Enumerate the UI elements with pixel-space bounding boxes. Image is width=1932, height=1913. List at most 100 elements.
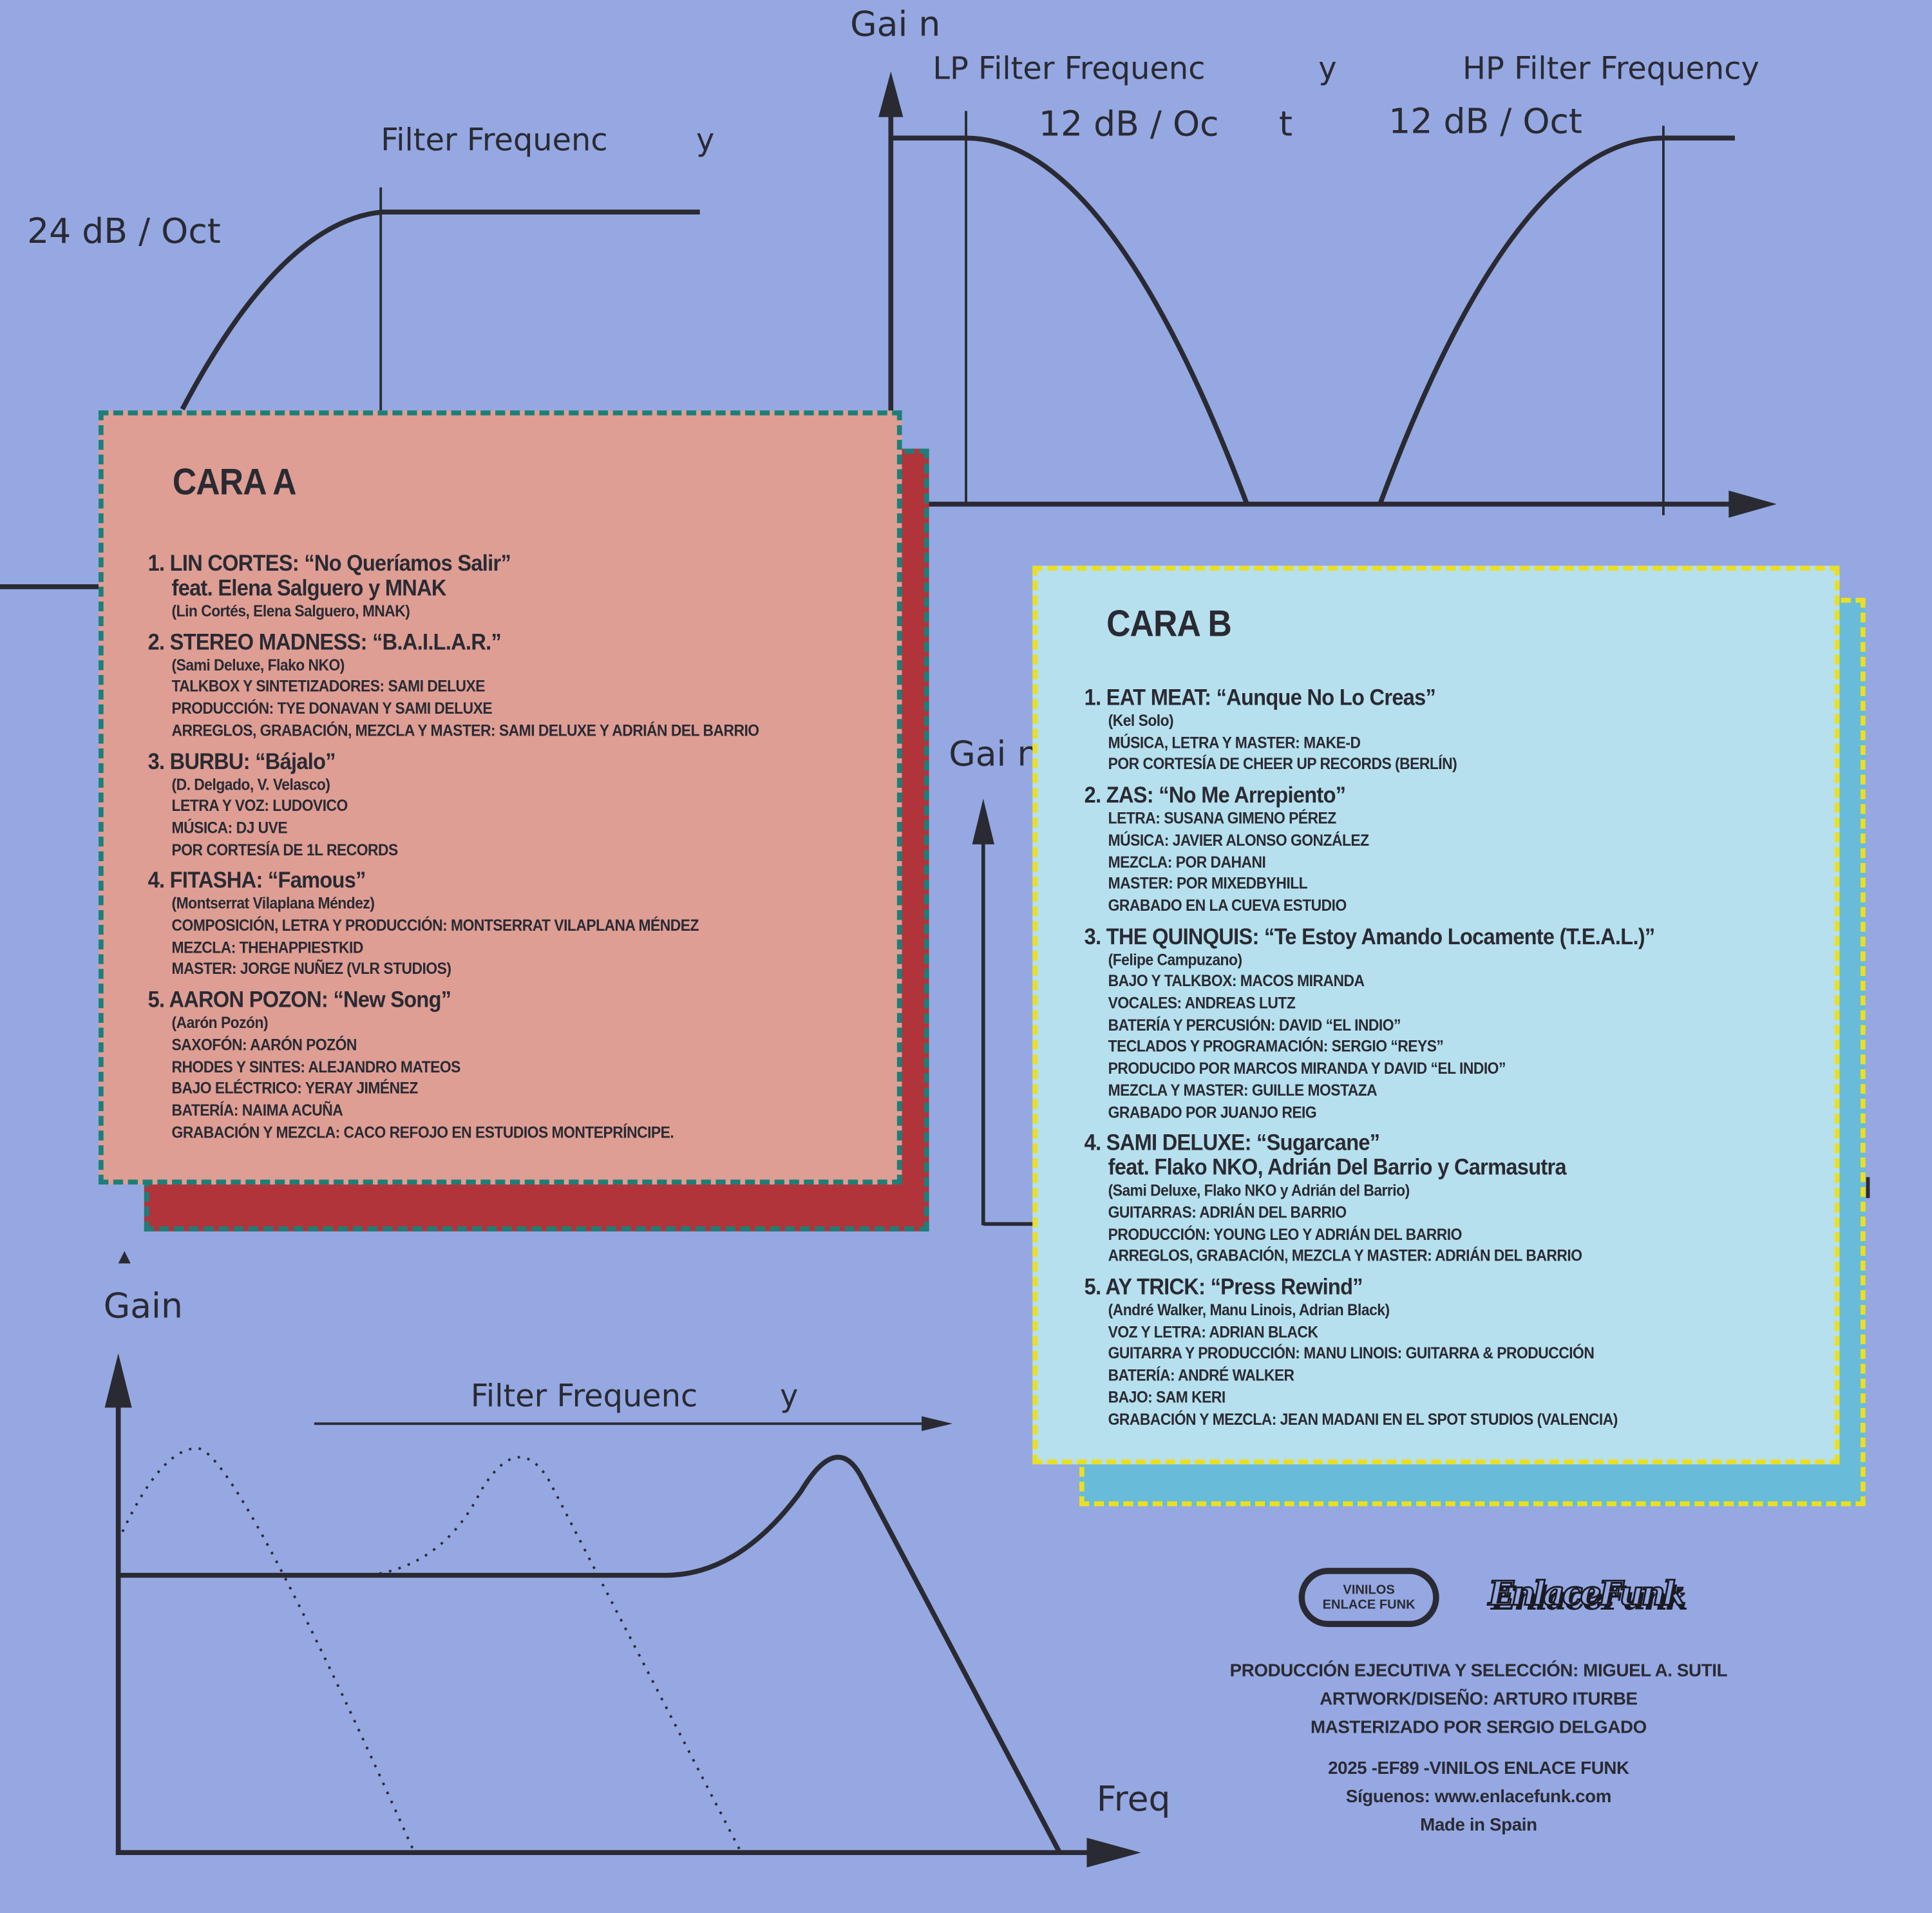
- track-credit: BAJO Y TALKBOX: MACOS MIRANDA: [1108, 971, 1365, 991]
- slope-label: 24 dB / Oct: [27, 211, 221, 252]
- track-item: 5. AY TRICK: “Press Rewind”(André Walker…: [1084, 1273, 1705, 1431]
- track-credit: ARREGLOS, GRABACIÓN, MEZCLA Y MASTER: SA…: [171, 721, 760, 739]
- track-credit: (Kel Solo): [1108, 711, 1174, 730]
- track-credit: MEZCLA: POR DAHANI: [1108, 852, 1266, 871]
- track-credit: VOCALES: ANDREAS LUTZ: [1108, 993, 1296, 1013]
- track-credit: PRODUCCIÓN: TYE DONAVAN Y SAMI DELUXE: [171, 699, 493, 718]
- track-item: 3. THE QUINQUIS: “Te Estoy Amando Locame…: [1084, 924, 1705, 1123]
- track-title: 5. AY TRICK: “Press Rewind”: [1084, 1273, 1363, 1300]
- track-credit: (Sami Deluxe, Flako NKO y Adrián del Bar…: [1108, 1181, 1410, 1200]
- track-item: 4. SAMI DELUXE: “Sugarcane”feat. Flako N…: [1084, 1130, 1705, 1267]
- lowpass-curve: [891, 135, 1249, 506]
- side-a-tracklist: 1. LIN CORTES: “No Queríamos Salir”feat.…: [147, 549, 812, 1150]
- track-item: 5. AARON POZON: “New Song”(Aarón Pozón) S…: [148, 987, 812, 1143]
- hp-filter-label: HP Filter Frequency: [1463, 50, 1759, 86]
- track-credit: (D. Delgado, V. Velasco): [171, 774, 330, 794]
- highpass-curve: [1378, 135, 1735, 506]
- track-credit: (André Walker, Manu Linois, Adrian Black…: [1108, 1300, 1390, 1319]
- credits: PRODUCCIÓN EJECUTIVA Y SELECCIÓN: MIGUEL…: [1183, 1658, 1774, 1840]
- freq-axis-arrow-icon: [1728, 490, 1777, 518]
- track-credit: VOZ Y LETRA: ADRIAN BLACK: [1108, 1322, 1318, 1341]
- track-credit: BAJO ELÉCTRICO: YERAY JIMÉNEZ: [171, 1078, 419, 1098]
- track-credit: GRABACIÓN Y MEZCLA: CACO REFOJO EN ESTUD…: [171, 1122, 674, 1141]
- website-line: Síguenos: www.enlacefunk.com: [1345, 1787, 1612, 1807]
- track-credit: (Montserrat Vilaplana Méndez): [171, 894, 375, 913]
- origin-line: Made in Spain: [1420, 1815, 1537, 1836]
- side-a-panel: [99, 410, 902, 1185]
- track-title: 4. SAMI DELUXE: “Sugarcane”: [1084, 1129, 1380, 1156]
- track-credit: PRODUCCIÓN: YOUNG LEO Y ADRIÁN DEL BARRI…: [1108, 1224, 1463, 1244]
- track-item: 2. ZAS: “No Me Arrepiento”LETRA: SUSANA …: [1084, 782, 1705, 917]
- gain-label: Gai n: [949, 733, 1039, 774]
- side-b-panel: [1032, 566, 1840, 1465]
- gain-axis-arrow-icon: [972, 799, 995, 844]
- track-credit: (Felipe Campuzano): [1108, 949, 1242, 969]
- graph-top-right: [878, 71, 1777, 518]
- track-credit: MÚSICA: JAVIER ALONSO GONZÁLEZ: [1108, 830, 1369, 850]
- track-featuring: feat. Elena Salguero y MNAK: [171, 574, 447, 600]
- side-b-title: CARA B: [1106, 604, 1232, 645]
- logo-text: VINILOS: [1343, 1583, 1395, 1598]
- side-b-tracklist: 1. EAT MEAT: “Aunque No Lo Creas”(Kel So…: [1084, 685, 1705, 1438]
- track-credit: ARREGLOS, GRABACIÓN, MEZCLA Y MASTER: AD…: [1108, 1246, 1582, 1266]
- credit-line: MASTERIZADO POR SERGIO DELGADO: [1311, 1718, 1647, 1738]
- graph-middle: [972, 799, 1870, 1226]
- freq-axis-arrow-icon: [1086, 1838, 1141, 1868]
- vinilos-enlace-funk-logo: VINILOS ENLACE FUNK: [1298, 1568, 1439, 1628]
- track-credit: POR CORTESÍA DE 1L RECORDS: [171, 840, 399, 859]
- filter-frequency-label: Filter Frequenc: [381, 122, 608, 158]
- track-credit: GUITARRA Y PRODUCCIÓN: MANU LINOIS: GUIT…: [1108, 1344, 1595, 1363]
- filter-frequency-label: Filter Frequenc: [470, 1378, 698, 1414]
- sweep-curve-dotted: [117, 1447, 414, 1850]
- track-credit: GRABADO POR JUANJO REIG: [1108, 1102, 1317, 1121]
- filter-frequency-label-y: y: [696, 122, 715, 158]
- track-title: 1. EAT MEAT: “Aunque No Lo Creas”: [1084, 684, 1436, 710]
- freq-label: Freq: [1096, 1778, 1171, 1820]
- track-credit: SAXOFÓN: AARÓN POZÓN: [171, 1035, 357, 1054]
- track-credit: GRABADO EN LA CUEVA ESTUDIO: [1108, 896, 1347, 915]
- track-credit: RHODES Y SINTES: ALEJANDRO MATEOS: [171, 1057, 461, 1076]
- track-item: 4. FITASHA: “Famous”(Montserrat Vilaplan…: [148, 868, 812, 980]
- track-credit: PRODUCIDO POR MARCOS MIRANDA Y DAVID “EL…: [1108, 1059, 1506, 1078]
- track-title: 5. AARON POZON: “New Song”: [147, 986, 451, 1013]
- track-credit: TECLADOS Y PROGRAMACIÓN: SERGIO “REYS”: [1108, 1037, 1444, 1056]
- track-item: 1. EAT MEAT: “Aunque No Lo Creas”(Kel So…: [1084, 685, 1705, 776]
- track-item: 3. BURBU: “Bájalo”(D. Delgado, V. Velasc…: [147, 747, 812, 861]
- credit-line: ARTWORK/DISEÑO: ARTURO ITURBE: [1320, 1689, 1638, 1710]
- track-title: 3. BURBU: “Bájalo”: [147, 747, 336, 774]
- small-arrow-icon: [118, 1251, 131, 1264]
- track-item: 1. LIN CORTES: “No Queríamos Salir”feat.…: [147, 549, 812, 622]
- track-credit: (Aarón Pozón): [171, 1013, 269, 1033]
- track-title: 4. FITASHA: “Famous”: [147, 866, 366, 893]
- gain-label: Gai n: [850, 3, 941, 44]
- hp-slope-label: 12 dB / Oct: [1388, 100, 1582, 142]
- track-credit: GUITARRAS: ADRIÁN DEL BARRIO: [1108, 1203, 1347, 1222]
- track-credit: TALKBOX Y SINTETIZADORES: SAMI DELUXE: [171, 677, 486, 696]
- track-title: 2. STEREO MADNESS: “B.A.I.L.A.R.”: [147, 628, 502, 654]
- track-credit: MÚSICA: DJ UVE: [171, 818, 288, 837]
- graph-top-left: [0, 187, 700, 589]
- lp-slope-label-t: t: [1278, 103, 1293, 144]
- side-a-title: CARA A: [172, 462, 297, 503]
- filter-frequency-arrow-icon: [922, 1416, 952, 1431]
- track-credit: BATERÍA: NAIMA ACUÑA: [171, 1100, 343, 1119]
- track-credit: MÚSICA, LETRA Y MASTER: MAKE-D: [1108, 733, 1361, 752]
- track-title: 3. THE QUINQUIS: “Te Estoy Amando Locame…: [1084, 922, 1656, 949]
- track-credit: MEZCLA Y MASTER: GUILLE MOSTAZA: [1108, 1080, 1378, 1099]
- logo-text: ENLACE FUNK: [1322, 1597, 1416, 1613]
- credit-line: PRODUCCIÓN EJECUTIVA Y SELECCIÓN: MIGUEL…: [1229, 1661, 1728, 1682]
- track-credit: MEZCLA: THEHAPPIESTKID: [171, 937, 364, 956]
- track-credit: LETRA Y VOZ: LUDOVICO: [171, 796, 348, 815]
- track-credit: MASTER: JORGE NUÑEZ (VLR STUDIOS): [171, 959, 451, 978]
- track-credit: BATERÍA: ANDRÉ WALKER: [1108, 1366, 1294, 1385]
- catalog-line: 2025 -EF89 -VINILOS ENLACE FUNK: [1328, 1758, 1629, 1779]
- gain-axis-arrow-icon: [104, 1353, 132, 1408]
- track-item: 2. STEREO MADNESS: “B.A.I.L.A.R.”(Sami D…: [148, 629, 812, 741]
- track-featuring: feat. Flako NKO, Adrián Del Barrio y Car…: [1108, 1154, 1567, 1180]
- resonant-lowpass-curve: [118, 1454, 1062, 1854]
- track-title: 1. LIN CORTES: “No Queríamos Salir”: [147, 549, 511, 576]
- gain-label: Gain: [103, 1285, 183, 1327]
- lp-filter-label-y: y: [1318, 50, 1337, 86]
